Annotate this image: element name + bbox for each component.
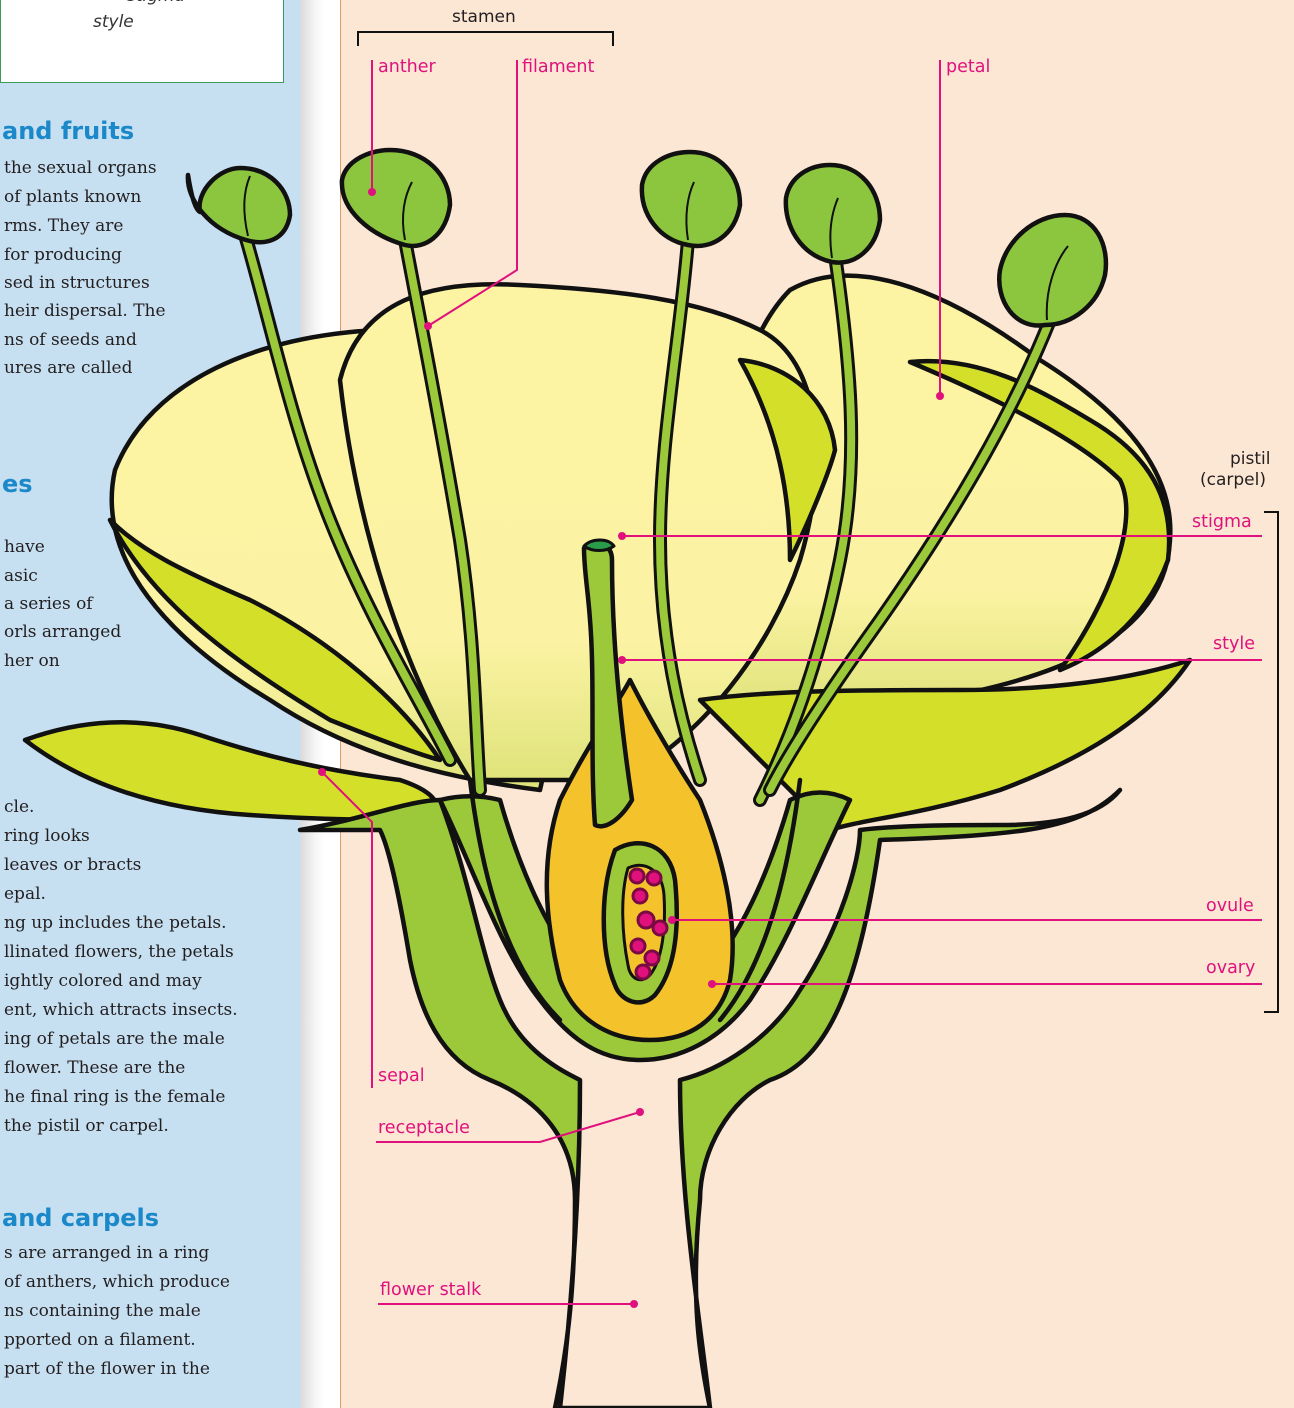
label-receptacle: receptacle bbox=[378, 1118, 470, 1138]
label-ovary: ovary bbox=[1206, 958, 1255, 978]
label-stamen: stamen bbox=[452, 7, 516, 27]
anther-5 bbox=[999, 215, 1106, 326]
anther-2 bbox=[342, 150, 450, 246]
label-sepal: sepal bbox=[378, 1066, 425, 1086]
label-anther: anther bbox=[378, 57, 436, 77]
pistil-bracket bbox=[1264, 512, 1278, 1012]
label-petal: petal bbox=[946, 57, 990, 77]
stamen-bracket bbox=[358, 32, 613, 46]
label-style: style bbox=[1213, 634, 1255, 654]
label-carpel: (carpel) bbox=[1200, 470, 1266, 490]
label-flower-stalk: flower stalk bbox=[380, 1280, 481, 1300]
label-ovule: ovule bbox=[1206, 896, 1254, 916]
label-filament: filament bbox=[522, 57, 594, 77]
label-stigma: stigma bbox=[1192, 512, 1252, 532]
label-pistil: pistil bbox=[1230, 449, 1270, 469]
stigma-cap bbox=[584, 540, 614, 551]
anther-1 bbox=[188, 168, 290, 242]
anther-3 bbox=[642, 152, 740, 246]
